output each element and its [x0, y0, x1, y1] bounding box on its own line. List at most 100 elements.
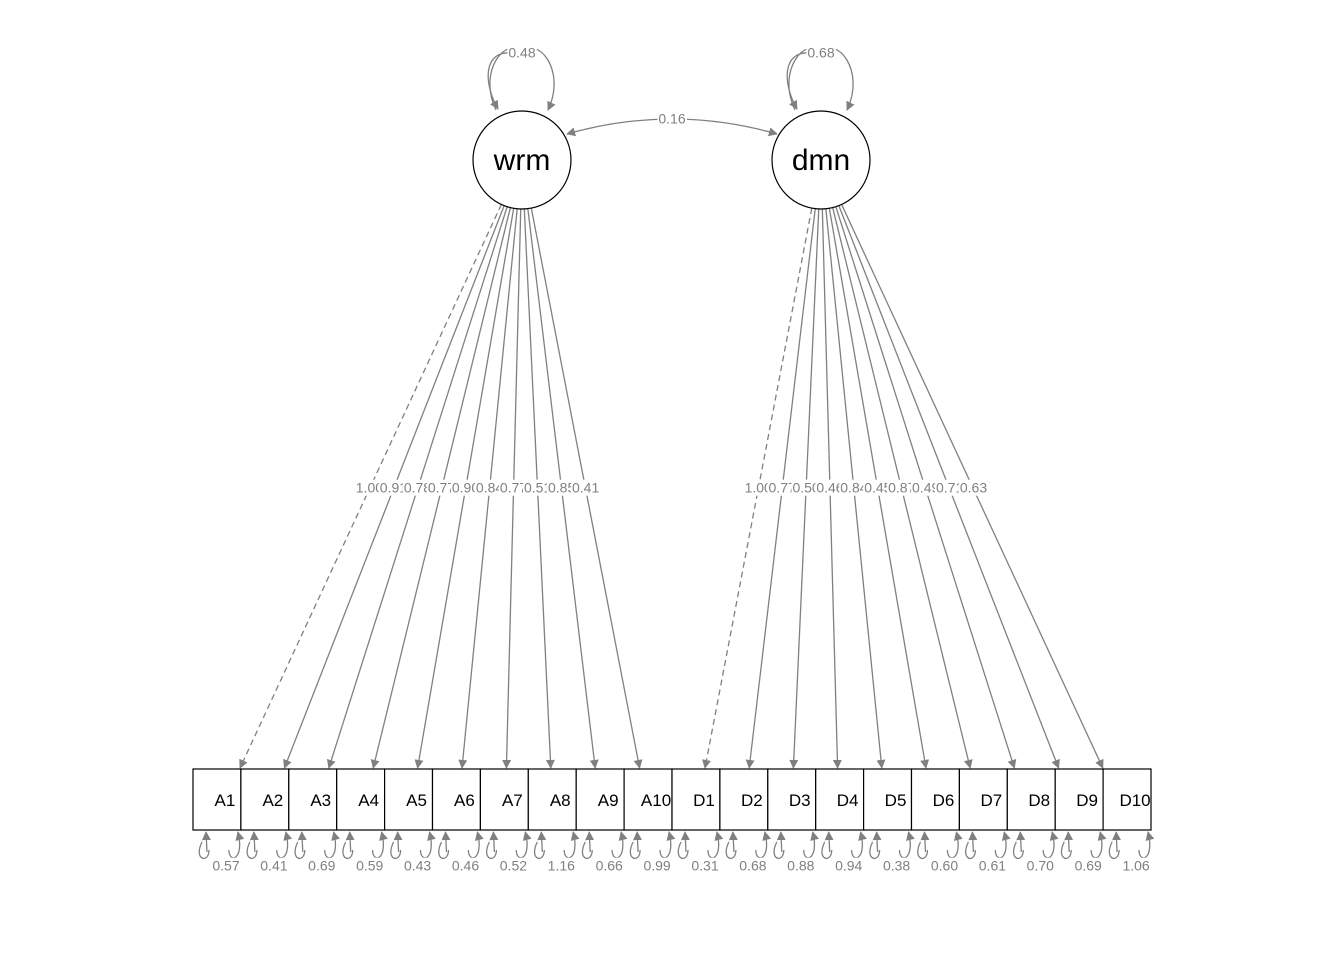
variance-label-dmn: 0.68: [807, 45, 834, 61]
indicator-label-A7: A7: [502, 791, 523, 810]
indicator-box-A6: [431, 768, 482, 831]
residual-label-A3: 0.69: [308, 858, 335, 874]
residual-arrow-D7: [968, 831, 978, 853]
indicator-label-A1: A1: [215, 791, 236, 810]
residual-label-D4: 0.94: [835, 858, 862, 874]
indicator-label-D6: D6: [933, 791, 955, 810]
loading-label-D8: 0.49: [912, 480, 939, 496]
residual-label-A5: 0.43: [404, 858, 431, 874]
covariance-label: 0.16: [658, 111, 685, 127]
residual-label-A4: 0.59: [356, 858, 383, 874]
loading-label-A8: 0.51: [524, 480, 551, 496]
indicator-label-D9: D9: [1076, 791, 1098, 810]
residual-arrow-D8: [1016, 831, 1026, 853]
residual-arrow-D6: [920, 831, 930, 853]
residual-label-A2: 0.41: [260, 858, 287, 874]
residual-loop-A6: [438, 832, 479, 860]
indicator-box-D4: [815, 768, 865, 831]
residual-loop-D6: [917, 832, 958, 860]
indicator-label-A5: A5: [406, 791, 427, 810]
indicator-label-A10: A10: [641, 791, 671, 810]
loading-label-A1: 1.00: [356, 480, 383, 496]
residual-loop-A5: [390, 832, 431, 860]
indicator-box-D10: [1102, 768, 1152, 831]
loading-label-A9: 0.85: [548, 480, 575, 496]
residual-arrow-D4: [824, 831, 834, 853]
indicator-label-D4: D4: [837, 791, 859, 810]
indicator-label-A9: A9: [598, 791, 619, 810]
variance-loop-left-wrm: [487, 52, 513, 110]
residual-loop-D5: [869, 832, 910, 860]
residual-arrow-A8: [537, 831, 547, 853]
residual-label-A10: 0.99: [643, 858, 670, 874]
indicator-label-D10: D10: [1119, 791, 1150, 810]
loading-label-D4: 0.46: [816, 480, 843, 496]
residual-label-A6: 0.46: [452, 858, 479, 874]
residual-loop-A4: [342, 832, 383, 860]
indicator-label-A8: A8: [550, 791, 571, 810]
indicator-label-A2: A2: [262, 791, 283, 810]
residual-loop-A2: [246, 832, 287, 860]
residual-label-D3: 0.88: [787, 858, 814, 874]
loading-label-D2: 0.77: [769, 480, 796, 496]
indicator-box-A3: [288, 768, 338, 831]
indicator-label-D2: D2: [741, 791, 763, 810]
loading-label-A6: 0.84: [476, 480, 503, 496]
residual-loop-A9: [581, 832, 622, 860]
loading-label-A7: 0.77: [500, 480, 527, 496]
indicator-box-A10: [623, 768, 673, 831]
residual-label-A8: 1.16: [548, 858, 575, 874]
residual-loop-A1: [198, 832, 239, 860]
residual-arrow-A1: [201, 831, 211, 853]
residual-arrow-A3: [297, 831, 307, 853]
residual-label-D8: 0.70: [1027, 858, 1054, 874]
latent-label-wrm: wrm: [493, 144, 551, 177]
indicator-label-A6: A6: [454, 791, 475, 810]
indicator-box-D8: [1006, 768, 1056, 831]
indicator-box-D6: [910, 768, 961, 831]
residual-label-A9: 0.66: [596, 858, 623, 874]
residual-label-A1: 0.57: [212, 858, 239, 874]
residual-arrow-A6: [441, 831, 451, 853]
indicator-label-D1: D1: [693, 791, 715, 810]
residual-loop-D8: [1012, 832, 1054, 860]
residual-arrow-A9: [585, 831, 595, 853]
residual-arrow-A4: [345, 831, 355, 853]
indicator-box-D1: [671, 768, 721, 831]
residual-arrow-A2: [249, 831, 259, 853]
residual-label-D10: 1.06: [1122, 858, 1149, 874]
loading-label-A2: 0.91: [380, 480, 407, 496]
residual-loop-D10: [1108, 832, 1149, 860]
indicator-label-D5: D5: [885, 791, 907, 810]
loading-label-D6: 0.45: [864, 480, 891, 496]
indicator-label-A4: A4: [358, 791, 379, 810]
loading-label-D1: 1.00: [745, 480, 772, 496]
residual-arrow-D3: [776, 831, 786, 853]
indicator-box-D7: [958, 768, 1008, 831]
residual-arrow-A10: [633, 831, 642, 853]
loading-label-D5: 0.84: [840, 480, 867, 496]
residual-loop-A8: [533, 832, 575, 860]
residual-loop-A10: [629, 832, 670, 860]
residual-loop-D7: [965, 832, 1006, 860]
residual-arrow-D10: [1112, 831, 1121, 853]
residual-arrow-D1: [680, 831, 690, 853]
indicator-box-D9: [1054, 768, 1104, 831]
loading-label-A4: 0.77: [428, 480, 455, 496]
variance-label-wrm: 0.48: [508, 45, 535, 61]
residual-arrow-D2: [728, 831, 738, 853]
latent-node-dmn: [771, 110, 871, 210]
residual-label-D6: 0.60: [931, 858, 958, 874]
residual-label-D9: 0.69: [1075, 858, 1102, 874]
indicator-box-A4: [336, 768, 386, 831]
loading-label-D7: 0.87: [888, 480, 915, 496]
indicator-label-D3: D3: [789, 791, 811, 810]
residual-arrow-D5: [872, 831, 882, 853]
residual-label-D2: 0.68: [739, 858, 766, 874]
residual-label-D1: 0.31: [691, 858, 718, 874]
residual-loop-D4: [821, 832, 862, 860]
loading-label-A3: 0.78: [404, 480, 431, 496]
residual-loop-D1: [677, 832, 718, 860]
loading-label-D3: 0.50: [792, 480, 819, 496]
